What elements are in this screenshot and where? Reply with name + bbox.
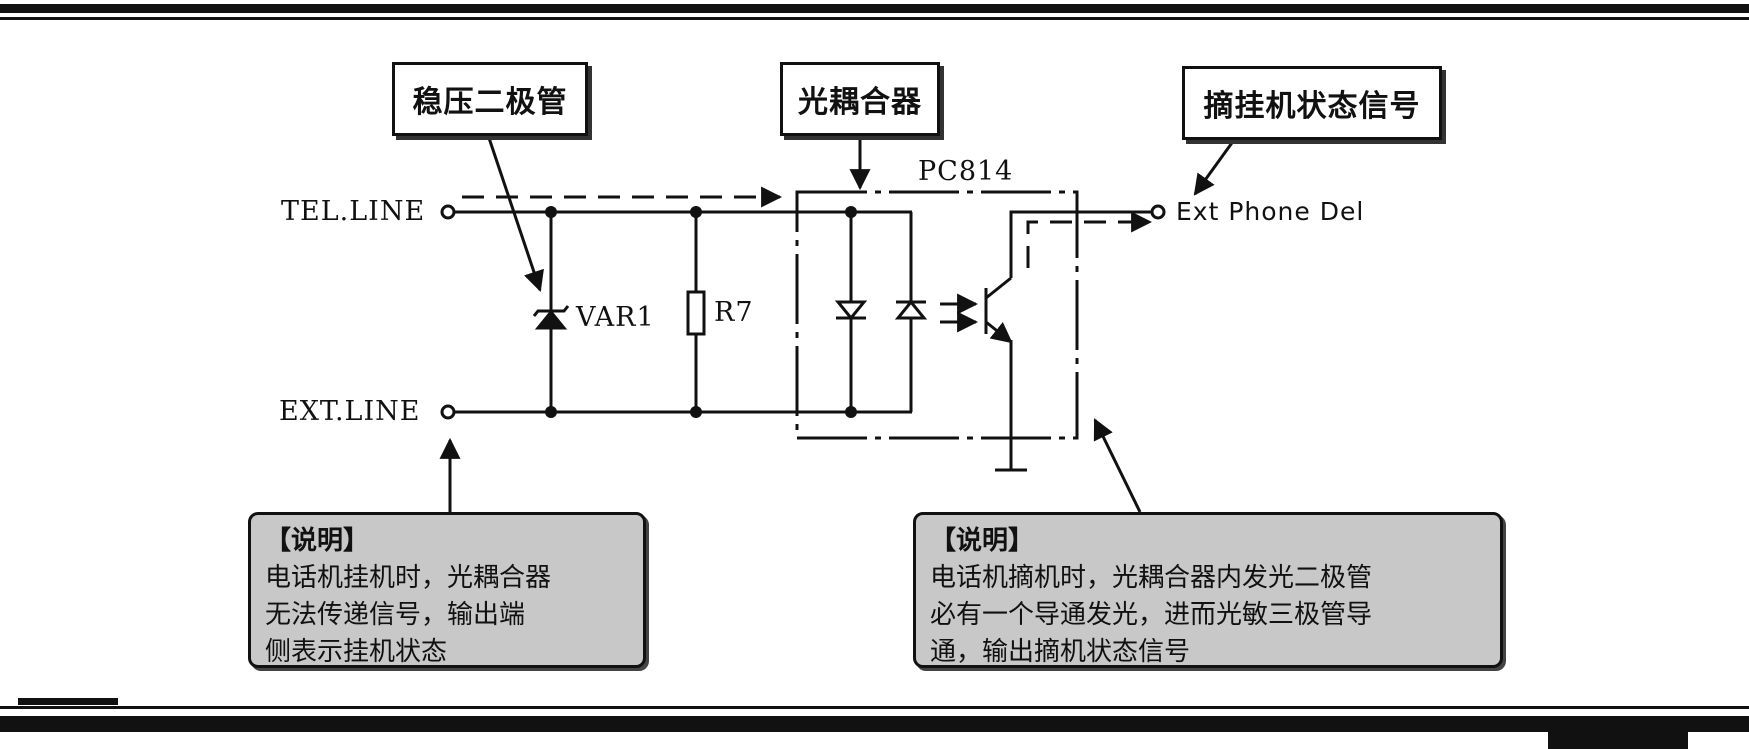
zener-callout: 稳压二极管 [392, 62, 588, 136]
tel-line-label: TEL.LINE [281, 196, 426, 227]
note-line: 通，输出摘机状态信号 [930, 637, 1191, 667]
phototransistor-emitter [985, 320, 1013, 344]
right-explanation-note: 【说明】 电话机摘机时，光耦合器内发光二极管 必有一个导通发光，进而光敏三极管导… [913, 512, 1503, 668]
note-title: 【说明】 [265, 526, 370, 556]
collector-wire [1009, 210, 1152, 278]
junction-dot [845, 406, 857, 418]
junction-dot [545, 406, 557, 418]
ext-line-terminal [440, 404, 456, 420]
right-note-arrow [1093, 418, 1142, 513]
junction-dot [845, 206, 857, 218]
note-line: 电话机摘机时，光耦合器内发光二极管 [930, 563, 1373, 593]
junction-dot [690, 406, 702, 418]
optocoupler-callout: 光耦合器 [780, 62, 940, 136]
bottom-border-thin [0, 706, 1749, 709]
note-line: 电话机挂机时，光耦合器 [265, 563, 552, 593]
hook-signal-callout-arrow [1193, 139, 1236, 196]
zener-callout-label: 稳压二极管 [412, 85, 568, 120]
top-border-thin [0, 17, 1749, 20]
var1-zener-bar [532, 305, 570, 317]
var1-label: VAR1 [576, 302, 655, 333]
hook-signal-callout: 摘挂机状态信号 [1182, 66, 1442, 140]
ext-phone-det-label: Ext Phone Del [1176, 197, 1365, 226]
note-line: 必有一个导通发光，进而光敏三极管导 [930, 600, 1373, 630]
pc814-package [795, 190, 1079, 440]
output-signal-dashed-arrow [1026, 211, 1153, 268]
phototransistor-collector [985, 276, 1012, 300]
top-border [0, 4, 1749, 13]
bottom-border [0, 716, 1749, 732]
note-line: 侧表示挂机状态 [265, 637, 448, 667]
led2-symbol [894, 299, 928, 320]
led1-symbol [834, 300, 868, 321]
junction-dot [690, 206, 702, 218]
note-title: 【说明】 [930, 526, 1035, 556]
pc814-label: PC814 [918, 156, 1014, 187]
tel-line-terminal [440, 204, 456, 220]
optocoupler-callout-label: 光耦合器 [798, 85, 922, 120]
r7-label: R7 [714, 297, 754, 328]
note-line: 无法传递信号，输出端 [265, 600, 526, 630]
r7-resistor-symbol [686, 290, 706, 336]
bottom-right-block [1548, 732, 1688, 749]
hook-signal-callout-label: 摘挂机状态信号 [1203, 89, 1421, 124]
left-explanation-note: 【说明】 电话机挂机时，光耦合器 无法传递信号，输出端 侧表示挂机状态 [248, 512, 646, 668]
junction-dot [545, 206, 557, 218]
bottom-left-bar [18, 698, 118, 705]
ext-phone-det-terminal [1150, 204, 1166, 220]
var1-zener-symbol [534, 309, 568, 330]
ext-line-label: EXT.LINE [279, 396, 421, 427]
